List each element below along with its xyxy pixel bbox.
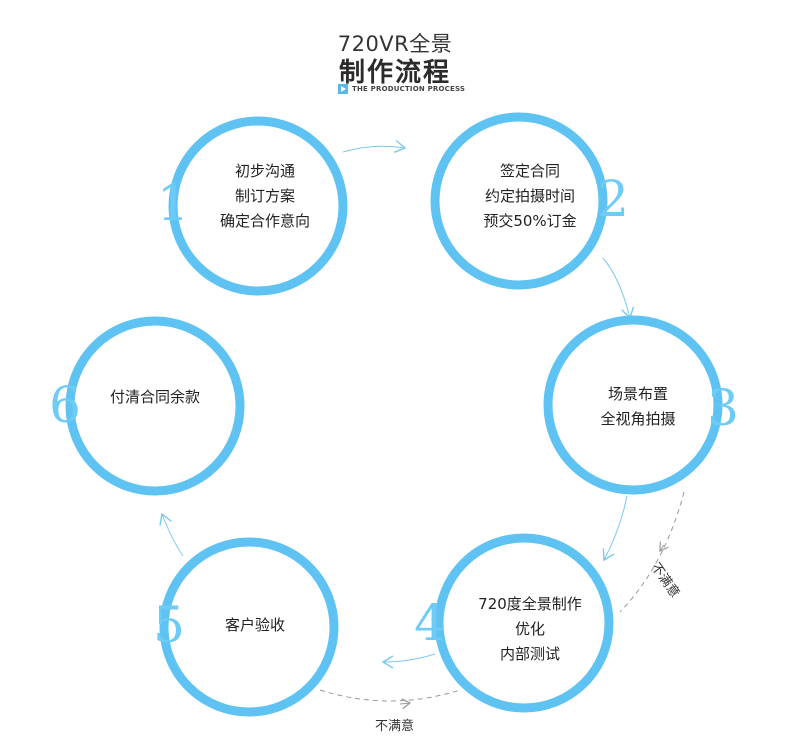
connector-2-3 [602,257,635,320]
feedback-label-4: 不满意 [375,719,415,734]
step-ring-5 [159,537,339,717]
step-number-1: 1 [157,174,189,232]
step-label-6: 付清合同余款 [80,385,230,410]
play-icon [338,84,348,94]
step-ring-4 [434,533,614,713]
step-label-3: 场景布置 全视角拍摄 [563,382,713,432]
step-number-6: 6 [49,376,81,434]
step-6-line-1: 付清合同余款 [109,388,200,406]
connector-5-6 [159,512,184,557]
step-number-5: 5 [153,596,185,654]
step-1-line-1: 初步沟通 [234,162,295,180]
step-3-line-2: 全视角拍摄 [600,410,676,428]
step-ring-3 [543,315,723,495]
step-4-line-1: 720度全景制作 [478,595,582,613]
step-number-3: 3 [707,379,739,437]
step-1-line-3: 确定合作意向 [219,212,310,230]
connector-3-4 [602,495,628,562]
step-ring-1 [168,116,348,296]
step-ring-6 [65,316,245,496]
step-2-line-1: 签定合同 [499,162,560,180]
step-ring-2 [430,112,608,290]
step-number-4: 4 [414,594,446,652]
connector-1-2 [342,139,407,153]
step-1-line-2: 制订方案 [234,187,295,205]
step-2-line-2: 约定拍摄时间 [484,187,575,205]
step-3-line-1: 场景布置 [607,385,668,403]
subtitle: THE PRODUCTION PROCESS [338,83,465,95]
step-number-2: 2 [597,170,629,228]
title-line1: 720VR全景 [337,32,453,56]
step-5-line-1: 客户验收 [224,616,285,634]
subtitle-text: THE PRODUCTION PROCESS [352,85,466,93]
step-4-line-3: 内部测试 [499,645,560,663]
step-label-4: 720度全景制作 优化 内部测试 [455,592,605,667]
step-4-line-2: 优化 [514,620,545,638]
title-line2: 制作流程 [338,58,451,88]
connector-4-5 [381,653,436,669]
step-label-5: 客户验收 [180,613,330,638]
feedback-arrow-4 [399,698,412,710]
feedback-arrow-3 [659,541,669,552]
feedback-path-4 [319,689,461,702]
step-2-line-3: 预交50%订金 [483,212,577,230]
step-label-2: 签定合同 约定拍摄时间 预交50%订金 [455,159,605,234]
step-label-1: 初步沟通 制订方案 确定合作意向 [190,159,340,234]
